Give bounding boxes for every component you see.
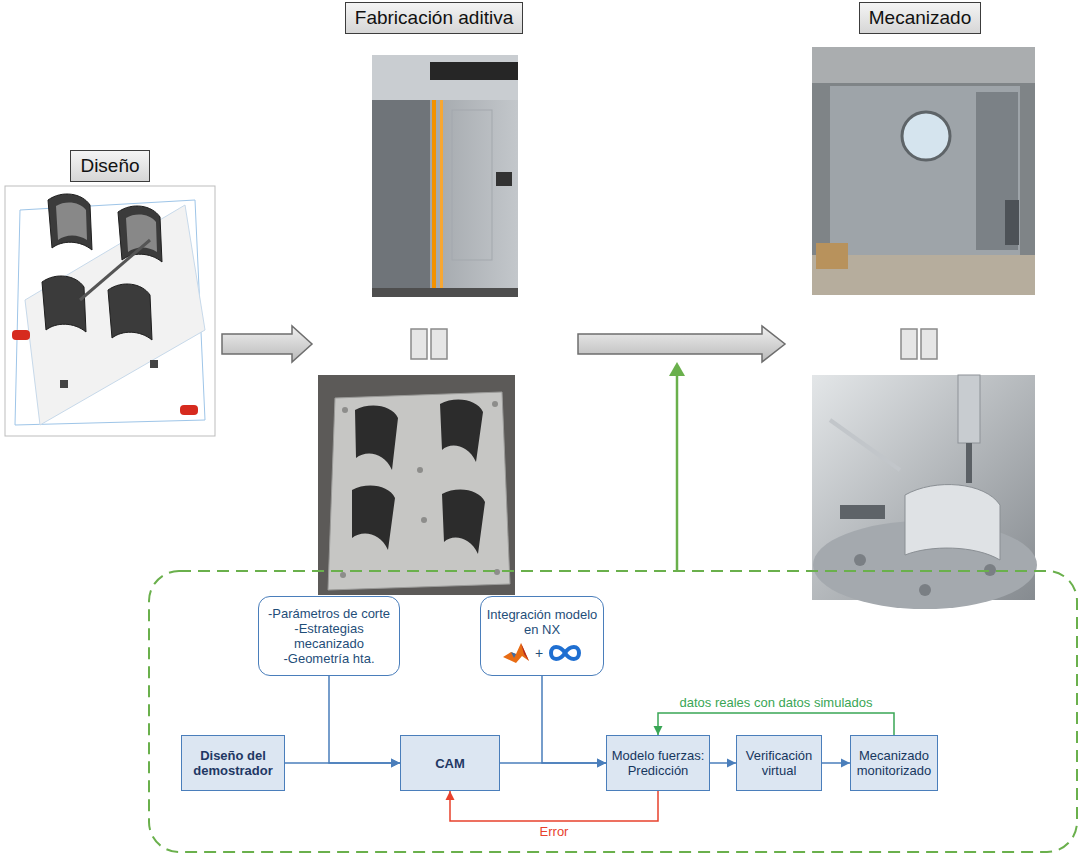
- connector: [654, 713, 895, 735]
- node-text: Integración modelo en NX: [486, 607, 598, 637]
- input-box: Integración modelo en NX +: [480, 596, 604, 676]
- infinity-logo: [548, 643, 582, 663]
- connector: [329, 676, 400, 768]
- node-text: Verificación virtual: [741, 748, 817, 778]
- arrow-head: [727, 759, 736, 768]
- printed-part-photo: [318, 375, 515, 595]
- connector: [710, 759, 736, 768]
- symbol-text: +: [535, 646, 543, 661]
- printer-photo: [372, 55, 518, 297]
- arrow-head: [841, 759, 850, 768]
- arrow-head: [597, 759, 606, 768]
- arrow-head: [391, 759, 400, 768]
- arrow-head: [669, 362, 685, 376]
- node-text: -Geometría hta.: [283, 651, 374, 666]
- edge-label: datos reales con datos simulados: [678, 695, 875, 710]
- edge-label: Error: [538, 824, 571, 839]
- arrow-head: [597, 759, 606, 768]
- matlab-logo: [502, 641, 530, 665]
- node-text: Mecanizado: [869, 7, 971, 29]
- input-box: -Parámetros de corte-Estrategias mecaniz…: [258, 596, 400, 676]
- connector-line: [542, 676, 606, 763]
- connector: [500, 759, 606, 768]
- node-text: Modelo fuerzas: Predicción: [611, 748, 705, 778]
- feedback-arrow: [676, 372, 679, 570]
- logo-row: +: [502, 641, 582, 665]
- node-text: Fabricación aditiva: [355, 7, 513, 29]
- double-bar-symbol: [411, 329, 937, 359]
- arrow-head: [654, 726, 663, 735]
- connector: [446, 791, 659, 821]
- node-text: -Parámetros de corte: [268, 606, 390, 621]
- process-box: Mecanizado monitorizado: [850, 735, 938, 791]
- connector-line: [658, 713, 894, 735]
- design-render: [5, 186, 215, 436]
- node-text: Diseño del demostrador: [186, 748, 280, 778]
- process-arrow: [578, 326, 785, 362]
- stage-label: Mecanizado: [859, 2, 981, 34]
- process-box: Modelo fuerzas: Predicción: [606, 735, 710, 791]
- process-box: Verificación virtual: [736, 735, 822, 791]
- node-text: Diseño: [80, 155, 139, 177]
- stage-label: Fabricación aditiva: [345, 2, 523, 34]
- node-text: Mecanizado monitorizado: [855, 748, 933, 778]
- stage-label: Diseño: [70, 150, 149, 182]
- node-text: -Estrategias mecanizado: [264, 621, 394, 651]
- connector-line: [329, 676, 400, 763]
- connector-line: [450, 791, 658, 821]
- dashed-region: [149, 571, 1077, 852]
- process-box: CAM: [400, 735, 500, 791]
- connector: [822, 759, 850, 768]
- node-text: CAM: [435, 756, 465, 771]
- connector-line: [500, 762, 606, 764]
- arrow-head: [446, 791, 455, 800]
- process-arrow: [222, 326, 312, 362]
- process-box: Diseño del demostrador: [181, 735, 285, 791]
- arrow-head: [391, 759, 400, 768]
- connector: [542, 676, 606, 768]
- machine-photo: [812, 47, 1035, 295]
- machining-photo: [812, 375, 1037, 609]
